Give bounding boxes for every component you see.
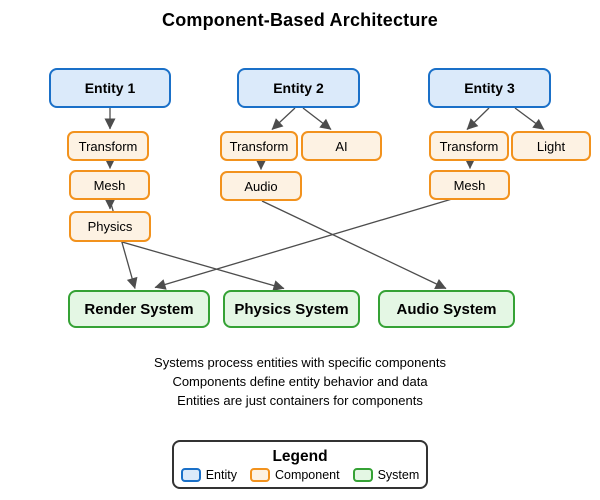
system-swatch-icon	[352, 467, 373, 482]
node-e1-transform: Transform	[67, 131, 149, 161]
node-e2-ai: AI	[301, 131, 382, 161]
node-e2-audio: Audio	[220, 171, 302, 201]
node-label: Mesh	[453, 177, 486, 193]
node-label: Transform	[439, 138, 499, 154]
node-label: Entity 3	[464, 80, 515, 96]
node-physics-system: Physics System	[223, 290, 360, 328]
node-entity-3: Entity 3	[428, 68, 551, 108]
edge-entity2-transform	[271, 107, 296, 130]
node-label: Transform	[78, 138, 138, 154]
node-e1-mesh: Mesh	[69, 170, 150, 200]
diagram-title: Component-Based Architecture	[162, 10, 438, 30]
node-label: Physics System	[234, 300, 349, 318]
edge-e3-mesh-render-system	[154, 198, 453, 290]
node-label: AI	[335, 138, 348, 154]
note-line-3: Entities are just containers for compone…	[177, 393, 423, 408]
legend-title: Legend	[272, 447, 328, 465]
legend-item-system: System	[352, 467, 420, 482]
node-label: Light	[536, 138, 566, 154]
node-audio-system: Audio System	[378, 290, 515, 328]
legend-items: Entity Component System	[180, 467, 420, 482]
node-entity-2: Entity 2	[237, 68, 360, 108]
edge-e1-physics-physics-system	[121, 241, 285, 291]
component-swatch-icon	[249, 467, 270, 482]
edge-entity2-ai	[302, 107, 332, 131]
legend-item-label: Entity	[205, 467, 237, 482]
node-label: Transform	[229, 138, 289, 154]
node-render-system: Render System	[68, 290, 210, 328]
note-line-1: Systems process entities with specific c…	[154, 355, 446, 370]
node-label: Mesh	[93, 177, 126, 193]
legend-item-entity: Entity	[180, 467, 237, 482]
node-label: Physics	[87, 219, 133, 234]
legend-box: Legend Entity Component System	[172, 440, 428, 489]
note-line-2: Components define entity behavior and da…	[172, 374, 428, 389]
entity-swatch-icon	[180, 467, 201, 482]
node-label: Entity 2	[273, 80, 324, 96]
edge-entity3-light	[514, 107, 545, 131]
edge-e2-audio-audio-system	[261, 200, 447, 290]
node-e3-mesh: Mesh	[429, 170, 510, 200]
node-e2-transform: Transform	[220, 131, 298, 161]
node-entity-1: Entity 1	[49, 68, 171, 108]
node-label: Entity 1	[84, 80, 136, 96]
node-e3-transform: Transform	[429, 131, 509, 161]
node-label: Render System	[84, 300, 194, 318]
legend-item-label: Component	[274, 467, 340, 482]
node-e1-physics: Physics	[69, 211, 151, 242]
edge-entity3-transform	[466, 107, 490, 130]
legend-item-label: System	[377, 467, 420, 482]
node-e3-light: Light	[511, 131, 591, 161]
legend-item-component: Component	[249, 467, 340, 482]
notes-block: Systems process entities with specific c…	[0, 353, 600, 410]
node-label: Audio	[244, 178, 278, 194]
node-label: Audio System	[396, 300, 497, 318]
